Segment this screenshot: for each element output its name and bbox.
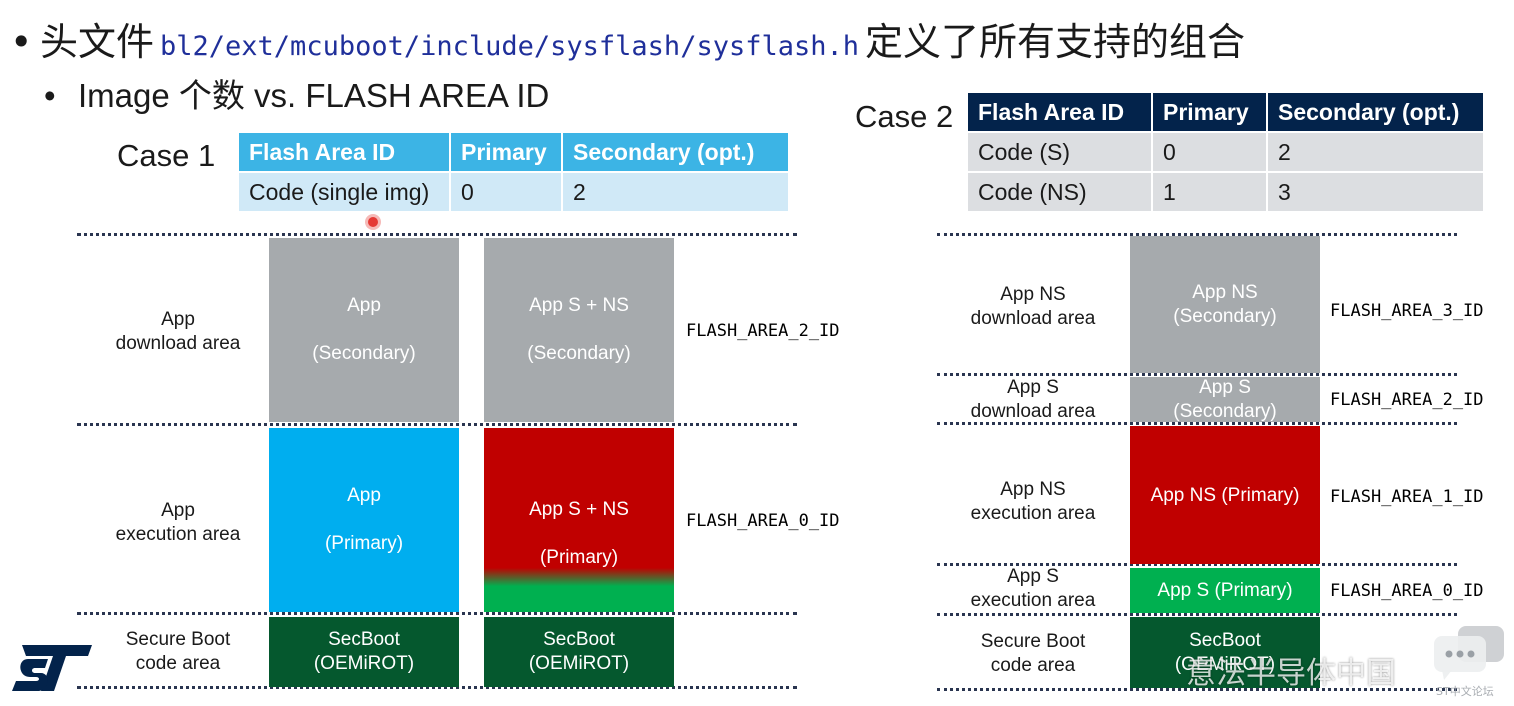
table-cell: 1 <box>1151 171 1268 213</box>
table-header: Secondary (opt.) <box>1266 91 1485 133</box>
watermark-text: 意法半导体中国 <box>1186 656 1396 691</box>
area-divider <box>77 423 797 426</box>
table-row: Code (single img) 0 2 <box>237 171 790 213</box>
case1-table: Flash Area ID Primary Secondary (opt.) C… <box>237 131 790 213</box>
table-header: Primary <box>449 131 563 173</box>
bullet-dot: • <box>44 77 56 114</box>
flash-area-id-label: FLASH_AREA_1_ID <box>1330 487 1484 507</box>
ns-download-area-label: App NS download area <box>970 284 1096 329</box>
table-header: Flash Area ID <box>237 131 451 173</box>
case2-label: Case 2 <box>855 99 954 134</box>
table-header: Flash Area ID <box>966 91 1153 133</box>
app-ns-primary-block: App NS (Primary) <box>1130 426 1320 564</box>
app-secondary-block: App (Secondary) <box>269 238 459 422</box>
table-cell: 2 <box>1266 131 1485 173</box>
watermark-subtext: ST中文论坛 <box>1436 685 1494 698</box>
table-cell: 0 <box>1151 131 1268 173</box>
table-header: Secondary (opt.) <box>561 131 790 173</box>
flash-area-id-label: FLASH_AREA_0_ID <box>1330 581 1484 601</box>
secure-boot-area-label: Secure Boot code area <box>980 631 1086 676</box>
area-divider <box>77 233 797 236</box>
heading-prefix: 头文件 <box>40 20 155 64</box>
table-cell: 3 <box>1266 171 1485 213</box>
subheading-bullet: • Image 个数 vs. FLASH AREA ID <box>44 74 549 118</box>
flash-area-id-label: FLASH_AREA_2_ID <box>686 321 840 341</box>
download-area-label: App download area <box>115 309 241 354</box>
app-s-secondary-block: App S (Secondary) <box>1130 377 1320 422</box>
flash-area-id-label: FLASH_AREA_0_ID <box>686 511 840 531</box>
area-divider <box>937 563 1457 566</box>
app-s-ns-secondary-block: App S + NS (Secondary) <box>484 238 674 422</box>
st-logo-icon <box>12 645 92 691</box>
table-cell: 0 <box>449 171 563 213</box>
app-s-primary-block: App S (Primary) <box>1130 568 1320 613</box>
app-ns-secondary-block: App NS (Secondary) <box>1130 236 1320 373</box>
table-cell: 2 <box>561 171 790 213</box>
table-header-row: Flash Area ID Primary Secondary (opt.) <box>237 131 790 173</box>
flash-area-id-label: FLASH_AREA_2_ID <box>1330 390 1484 410</box>
s-download-area-label: App S download area <box>970 377 1096 422</box>
ns-execution-area-label: App NS execution area <box>970 479 1096 524</box>
table-cell: Code (S) <box>966 131 1153 173</box>
chat-bubble-icon <box>1434 626 1504 680</box>
area-divider <box>77 686 797 689</box>
area-divider <box>937 373 1457 376</box>
table-cell: Code (single img) <box>237 171 451 213</box>
area-divider <box>937 688 1457 691</box>
header-file-path: bl2/ext/mcuboot/include/sysflash/sysflas… <box>160 31 859 62</box>
case2-table: Flash Area ID Primary Secondary (opt.) C… <box>966 91 1485 213</box>
area-divider <box>937 233 1457 236</box>
secure-boot-area-label: Secure Boot code area <box>125 629 231 674</box>
subheading-text: Image 个数 vs. FLASH AREA ID <box>78 77 550 114</box>
heading-suffix: 定义了所有支持的组合 <box>865 20 1246 64</box>
table-row: Code (NS) 1 3 <box>966 171 1485 213</box>
table-header-row: Flash Area ID Primary Secondary (opt.) <box>966 91 1485 133</box>
bullet-dot: • <box>10 20 33 64</box>
pointer-cursor <box>368 217 378 227</box>
app-s-ns-primary-block: App S + NS (Primary) <box>484 428 674 612</box>
app-primary-block: App (Primary) <box>269 428 459 612</box>
table-cell: Code (NS) <box>966 171 1153 213</box>
s-execution-area-label: App S execution area <box>970 566 1096 611</box>
flash-area-id-label: FLASH_AREA_3_ID <box>1330 301 1484 321</box>
secboot-block: SecBoot (OEMiROT) <box>269 617 459 687</box>
secboot-block: SecBoot (OEMiROT) <box>1130 617 1320 688</box>
area-divider <box>937 613 1457 616</box>
table-header: Primary <box>1151 91 1268 133</box>
secboot-block: SecBoot (OEMiROT) <box>484 617 674 687</box>
area-divider <box>77 612 797 615</box>
table-row: Code (S) 0 2 <box>966 131 1485 173</box>
case1-label: Case 1 <box>117 138 216 173</box>
area-divider <box>937 422 1457 425</box>
execution-area-label: App execution area <box>115 500 241 545</box>
